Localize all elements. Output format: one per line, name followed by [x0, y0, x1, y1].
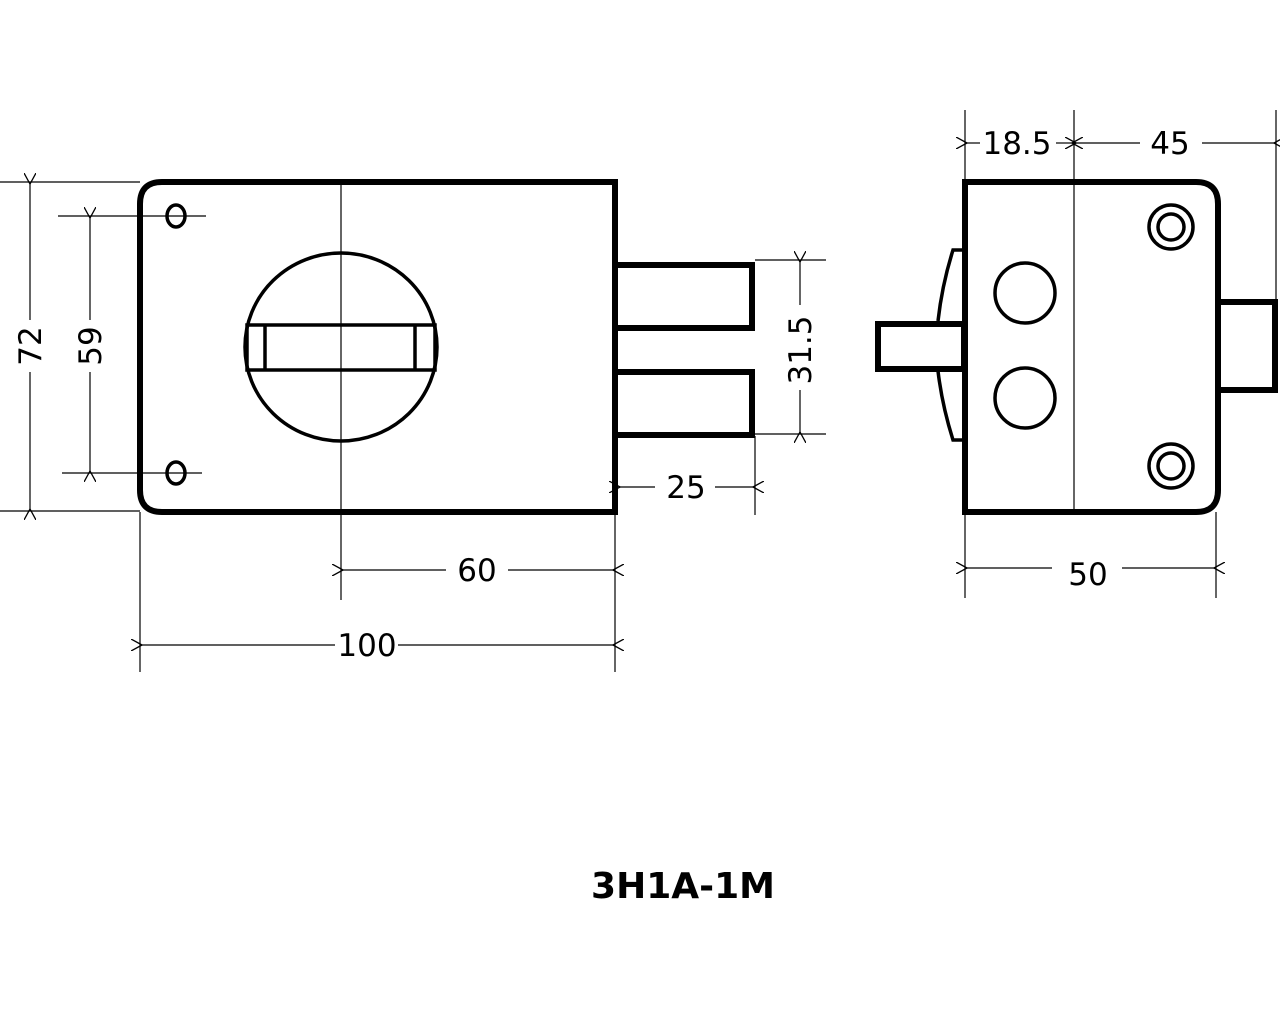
cylinder-slot [245, 323, 437, 372]
side-body-outline [962, 179, 1221, 515]
dim-25: 25 [666, 470, 705, 506]
cylinder-circle [243, 251, 439, 443]
dim-45: 45 [1150, 126, 1189, 162]
handle-lever [936, 248, 964, 442]
bolt-bottom [615, 369, 755, 438]
side-bolt [1218, 299, 1278, 393]
dim-72: 72 [13, 326, 49, 365]
bolt-top [615, 262, 755, 331]
knob-hole-top [993, 261, 1057, 325]
screw-top-outer [1147, 203, 1195, 251]
handle-spindle [875, 321, 967, 372]
dim-18-5: 18.5 [982, 126, 1051, 162]
dim-100: 100 [337, 628, 396, 664]
dim-50: 50 [1068, 557, 1107, 593]
screw-bottom-outer [1147, 442, 1195, 490]
dim-31-5: 31.5 [783, 315, 819, 384]
knob-hole-bottom [993, 366, 1057, 430]
side-view: 18.5 45 50 [875, 110, 1278, 598]
screw-bottom-inner [1156, 451, 1186, 481]
dim-60: 60 [457, 553, 496, 589]
screw-top-inner [1156, 212, 1186, 242]
dim-59: 59 [73, 326, 109, 365]
model-title: 3H1A-1M [591, 866, 775, 907]
front-body-outline [137, 179, 618, 515]
front-view: 72 59 31.5 25 60 100 [0, 182, 826, 672]
